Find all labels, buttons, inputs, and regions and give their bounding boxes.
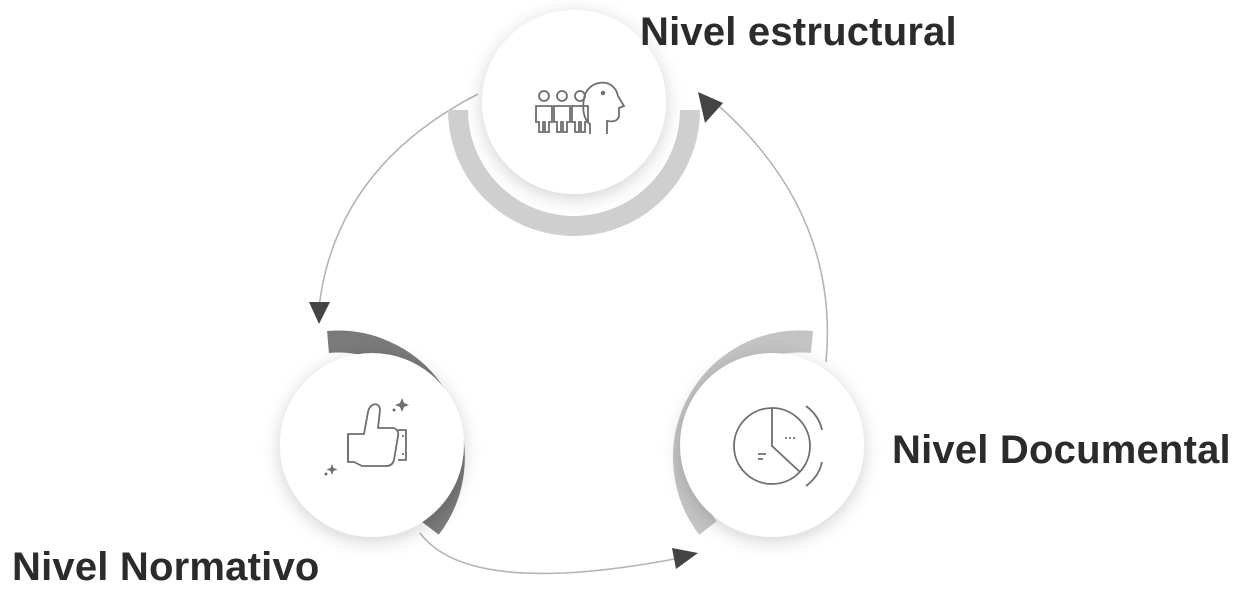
arrowhead-documental xyxy=(672,548,698,569)
circle-estructural xyxy=(482,10,666,194)
node-documental xyxy=(673,330,864,537)
arrow-normativo-to-documental xyxy=(419,532,691,575)
arrowhead-normativo xyxy=(309,302,330,324)
arc-estructural xyxy=(448,109,700,236)
label-nivel-documental: Nivel Documental xyxy=(892,428,1231,472)
arrow-documental-to-estructural xyxy=(711,99,829,363)
node-estructural xyxy=(448,10,700,236)
node-normativo xyxy=(280,330,465,537)
circle-normativo xyxy=(280,353,464,537)
connector-arrows xyxy=(309,92,829,575)
thumbs-up-icon xyxy=(347,403,407,467)
pie-chart-icon xyxy=(733,405,823,487)
people-group-icon xyxy=(535,81,626,134)
arrowhead-estructural xyxy=(698,92,723,123)
label-nivel-normativo: Nivel Normativo xyxy=(12,545,320,589)
label-nivel-estructural: Nivel estructural xyxy=(640,10,957,54)
sparkle-icon xyxy=(324,398,409,476)
arrow-estructural-to-normativo xyxy=(317,93,479,319)
